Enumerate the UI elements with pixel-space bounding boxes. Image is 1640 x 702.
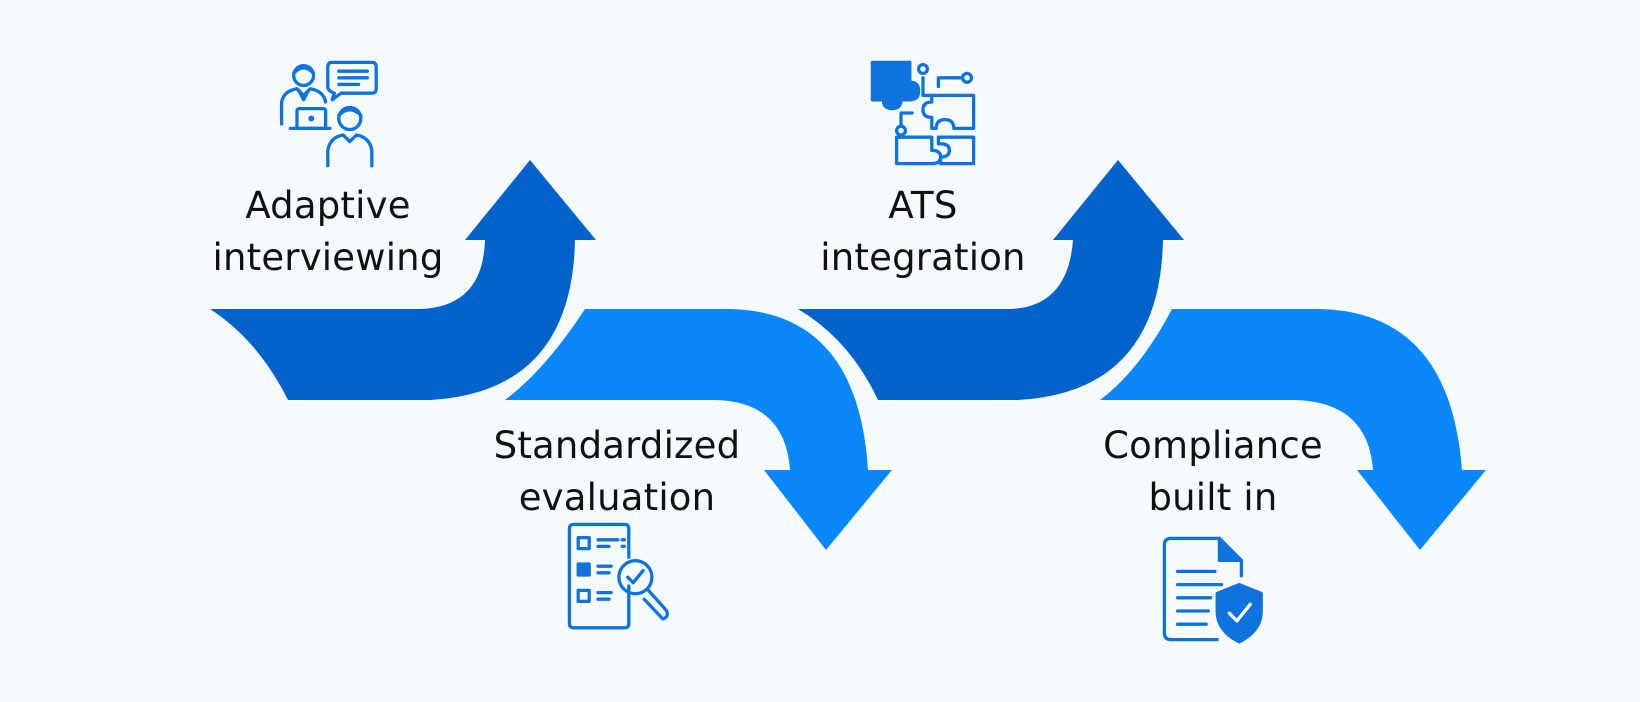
step-3-line1: ATS xyxy=(888,184,958,227)
step-4-line1: Compliance xyxy=(1103,424,1323,467)
step-2-line2: evaluation xyxy=(518,476,716,519)
step-3-line2: integration xyxy=(820,236,1026,279)
step-4-arrow xyxy=(1100,309,1486,550)
interview-icon xyxy=(279,60,378,168)
step-1-arrow xyxy=(210,160,596,400)
step-3-label: ATS integration xyxy=(753,180,1093,284)
document-shield-icon xyxy=(1162,536,1263,644)
step-1-line1: Adaptive xyxy=(245,184,411,227)
step-4-line2: built in xyxy=(1148,476,1278,519)
step-2-line1: Standardized xyxy=(493,424,741,467)
step-2-label: Standardized evaluation xyxy=(447,420,787,524)
step-1-line2: interviewing xyxy=(212,236,444,279)
puzzle-circuit-icon xyxy=(870,60,976,166)
step-2-arrow xyxy=(505,309,892,550)
checklist-search-icon xyxy=(567,522,669,630)
step-3-arrow xyxy=(798,160,1184,400)
step-4-label: Compliance built in xyxy=(1043,420,1383,524)
step-1-label: Adaptive interviewing xyxy=(158,180,498,284)
